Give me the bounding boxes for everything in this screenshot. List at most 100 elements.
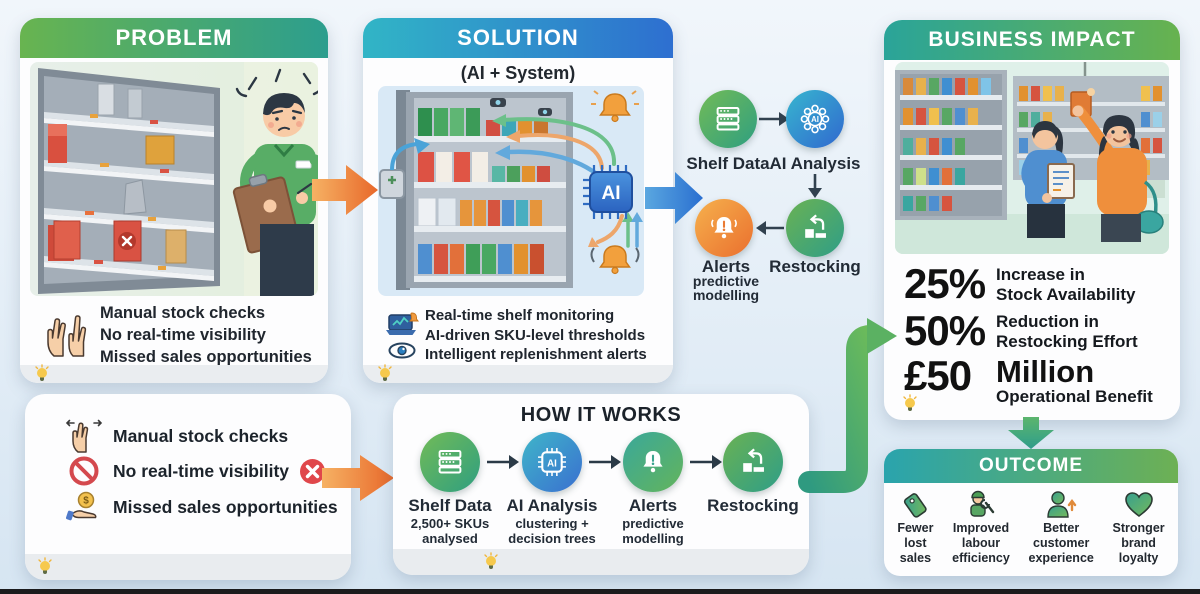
- restocking-icon: [805, 214, 826, 238]
- stat-value: 50%: [904, 307, 986, 354]
- stat-line: Reduction in: [996, 312, 1099, 331]
- flow-alerts-label: Alerts: [701, 257, 751, 276]
- coin-hand-icon: $: [66, 491, 97, 521]
- happy-shoppers-illustration: [895, 62, 1169, 254]
- step-sublabel: predictive: [622, 516, 684, 531]
- flow-arrow-down-icon: [808, 174, 822, 198]
- smart-shelf-illustration: AI: [378, 86, 644, 296]
- svg-text:$: $: [83, 496, 89, 507]
- stat-line: Increase in: [996, 265, 1085, 284]
- stocked-products: [414, 108, 566, 282]
- stat-stock-availability: 25% Increase in Stock Availability: [904, 260, 1136, 307]
- step-sublabel: analysed: [422, 531, 478, 546]
- solution-illustration: AI: [378, 86, 644, 296]
- worried-worker: [232, 68, 318, 296]
- eye-icon: [388, 342, 416, 359]
- sparse-products: [48, 83, 187, 264]
- ai-brain-icon: AI: [800, 104, 830, 134]
- stat-line: Million: [996, 354, 1095, 389]
- business-impact-panel: BUSINESS IMPACT: [884, 20, 1180, 420]
- lightbulb-icon: [903, 394, 917, 411]
- flow-ai-analysis-node: AI: [786, 90, 844, 148]
- problem-title: PROBLEM: [115, 25, 233, 50]
- step-sublabel: decision trees: [508, 531, 596, 546]
- stat-value: 25%: [904, 260, 986, 307]
- no-entry-icon: [69, 456, 99, 486]
- step-alerts-node: [623, 432, 683, 492]
- step-label: AI Analysis: [506, 496, 598, 515]
- solution-panel: SOLUTION (AI + System): [363, 18, 673, 383]
- outcome-header: OUTCOME: [884, 449, 1178, 483]
- howitworks-to-impact-arrow: [798, 318, 897, 493]
- step-arrow-icon: [690, 455, 722, 469]
- flow-alerts-node: [695, 199, 753, 257]
- problem-to-solution-arrow: [312, 165, 378, 215]
- step-sublabel: clustering +: [515, 516, 589, 531]
- customer-up-icon: [1047, 491, 1077, 518]
- stat-line: Restocking Effort: [996, 332, 1138, 351]
- step-label: Alerts: [628, 496, 678, 515]
- pain-to-howitworks-arrow: [322, 455, 394, 501]
- shelf-data-icon: [438, 450, 462, 474]
- how-it-works-footer-strip: [393, 549, 809, 575]
- pain-label: Manual stock checks: [113, 425, 289, 446]
- technician-icon: [970, 490, 995, 517]
- lightbulb-icon: [378, 364, 392, 381]
- business-impact-title: BUSINESS IMPACT: [928, 28, 1136, 51]
- flow-arrow-left-icon: [756, 221, 784, 235]
- shelf-boards: [44, 112, 214, 281]
- lightbulb-icon: [38, 557, 52, 574]
- ai-chip-icon: AI: [583, 165, 633, 219]
- problem-panel: PROBLEM: [20, 18, 328, 383]
- step-restocking-node: [723, 432, 783, 492]
- flow-alerts-sub2: modelling: [692, 287, 760, 303]
- problem-bullets: Manual stock checks No real-time visibil…: [34, 302, 320, 368]
- shelf-data-icon: [716, 107, 740, 131]
- flow-shelf-data-node: [699, 90, 757, 148]
- solution-bullet: Real-time shelf monitoring: [425, 307, 615, 324]
- flow-arrow-right-icon: [759, 112, 789, 126]
- stat-operational-benefit: £50 Million Operational Benefit: [904, 352, 1153, 407]
- restocking-icon: [743, 448, 764, 472]
- solution-subtitle: (AI + System): [460, 63, 576, 83]
- empty-shelves-worker-illustration: [30, 62, 318, 296]
- how-it-works-panel: HOW IT WORKS AI: [393, 394, 809, 575]
- svg-text:AI: AI: [602, 183, 621, 204]
- x-badge-icon: [300, 458, 326, 484]
- impact-to-outcome-arrow: [1008, 417, 1054, 449]
- pain-label: No real-time visibility: [113, 460, 290, 481]
- business-impact-illustration: [895, 62, 1169, 254]
- price-tag-icon: [904, 493, 928, 518]
- problem-bullet: No real-time visibility: [100, 326, 266, 344]
- outcome-title: OUTCOME: [978, 455, 1084, 476]
- step-arrow-icon: [487, 455, 519, 469]
- pain-label: Missed sales opportunities: [113, 496, 338, 517]
- smiling-customer: [1070, 88, 1164, 242]
- problem-illustration: [30, 62, 318, 296]
- monitoring-laptop-icon: [386, 312, 419, 336]
- business-impact-header: BUSINESS IMPACT: [884, 20, 1180, 60]
- solution-title: SOLUTION: [457, 25, 579, 50]
- flow-restocking-node: [786, 199, 844, 257]
- problem-header: PROBLEM: [20, 18, 328, 58]
- feedback-arrows: [492, 114, 643, 248]
- alert-bell-icon: [711, 217, 737, 239]
- raised-hands-icon: [34, 312, 100, 358]
- ai-chip-icon: AI: [538, 448, 566, 476]
- solution-header: SOLUTION: [363, 18, 673, 58]
- step-arrow-icon: [589, 455, 621, 469]
- stat-value: £50: [904, 352, 972, 399]
- alert-bell-icon: [643, 451, 663, 473]
- how-it-works-title: HOW IT WORKS: [520, 404, 682, 426]
- stocked-shelf-left: [895, 70, 1007, 220]
- stat-line: Stock Availability: [996, 285, 1136, 304]
- stat-line: Operational Benefit: [996, 387, 1153, 406]
- step-shelf-data-node: [420, 432, 480, 492]
- step-label: Shelf Data: [408, 496, 492, 515]
